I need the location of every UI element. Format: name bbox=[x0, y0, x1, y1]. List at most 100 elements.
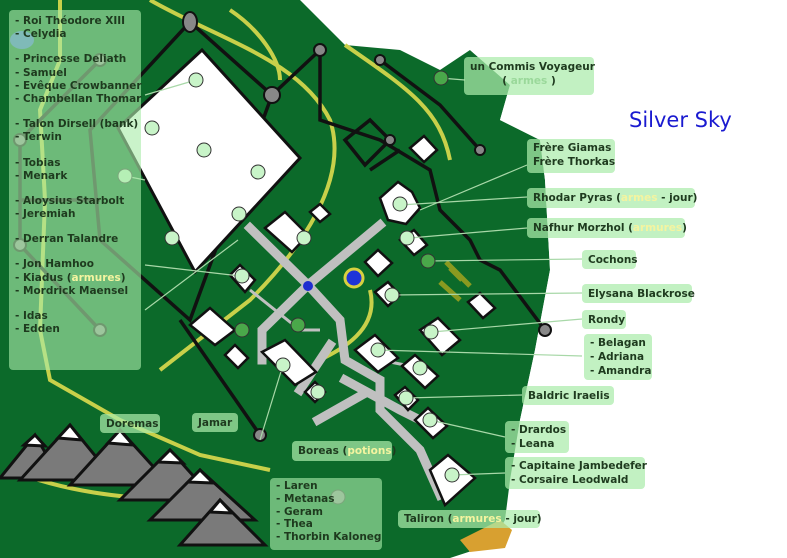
npc-entry[interactable]: - Tobias bbox=[15, 157, 135, 170]
npc-entry[interactable]: - Metanas bbox=[276, 492, 335, 505]
label-belagan-group[interactable]: - Belagan - Adriana - Amandra bbox=[584, 334, 652, 380]
npc-entry: - Drardos bbox=[511, 424, 567, 436]
npc-entry[interactable]: - Princesse Deliath bbox=[15, 53, 135, 66]
label-commis-voyageur[interactable]: un Commis Voyageur ( armes ) bbox=[464, 57, 595, 95]
paren-close: ) bbox=[550, 75, 556, 87]
taliron-goods: armures bbox=[452, 513, 502, 525]
npc-entry[interactable]: - Idas bbox=[15, 310, 135, 323]
npc-entry: - Adriana bbox=[590, 351, 645, 363]
npc-name: - Derran Talandre bbox=[15, 233, 119, 246]
npc-name: - Evêque Crowbanner bbox=[15, 79, 142, 92]
npc-entry[interactable]: - Roi Théodore XIII bbox=[15, 15, 135, 28]
npc-entry[interactable]: - Jon Hamhoo bbox=[15, 258, 135, 271]
npc-name: - Talon Dirsell (bank) bbox=[15, 118, 139, 131]
label-cochons[interactable]: Cochons bbox=[582, 250, 638, 269]
taliron-name: Taliron ( bbox=[404, 513, 453, 525]
nafhur-name: Nafhur Morzhol ( bbox=[533, 222, 633, 234]
npc-entry[interactable]: - Menark bbox=[15, 170, 135, 183]
npc-name: - Terwin bbox=[15, 131, 62, 144]
npc-entry: - Belagan bbox=[590, 337, 646, 349]
nafhur-post: ) bbox=[682, 222, 687, 234]
paren-open: ( bbox=[502, 75, 508, 87]
boreas-name: Boreas ( bbox=[298, 445, 348, 457]
npc-entry[interactable]: - Chambellan Thomar bbox=[15, 93, 141, 106]
label-nafhur-morzhol[interactable]: Nafhur Morzhol (armures) bbox=[527, 218, 687, 238]
npc-name: - Samuel bbox=[15, 66, 67, 79]
npc-entry[interactable]: - Edden bbox=[15, 323, 135, 336]
label-jamar[interactable]: Jamar bbox=[192, 413, 238, 432]
npc-entry[interactable]: - Laren bbox=[276, 480, 318, 492]
label-rhodar-pyras[interactable]: Rhodar Pyras (armes - jour) bbox=[527, 188, 698, 208]
npc-entry[interactable]: - Terwin bbox=[15, 131, 135, 144]
npc-name: - Menark bbox=[15, 169, 68, 182]
label-freres[interactable]: Frère Giamas Frère Thorkas bbox=[527, 139, 615, 173]
npc-entry: - Amandra bbox=[590, 365, 652, 377]
npc-entry[interactable]: - Kiadus (armures) bbox=[15, 272, 135, 285]
npc-entry[interactable]: - Jeremiah bbox=[15, 208, 135, 221]
npc-name: - Edden bbox=[15, 323, 60, 336]
npc-entry[interactable]: - Talon Dirsell (bank) bbox=[15, 118, 139, 131]
npc-name: - Jon Hamhoo bbox=[15, 258, 94, 271]
goods-type: armes bbox=[510, 75, 548, 87]
leader-lines bbox=[124, 77, 583, 476]
npc-name: - Celydia bbox=[15, 28, 67, 41]
npc-entry: - Leana bbox=[511, 438, 555, 450]
npc-entry: - Corsaire Leodwald bbox=[511, 474, 629, 486]
group-gap bbox=[15, 221, 135, 233]
rhodar-goods: armes bbox=[620, 192, 658, 204]
npc-name: - Kiadus ( bbox=[15, 271, 72, 284]
label-elysana-blackrose[interactable]: Elysana Blackrose bbox=[582, 284, 695, 303]
group-gap bbox=[15, 246, 135, 258]
npc-entry[interactable]: - Derran Talandre bbox=[15, 233, 135, 246]
label-rondy[interactable]: Rondy bbox=[582, 310, 626, 329]
npc-name: - Princesse Deliath bbox=[15, 53, 127, 66]
npc-name: - Roi Théodore XIII bbox=[15, 15, 126, 27]
label-baldric-iraelis[interactable]: Baldric Iraelis bbox=[522, 386, 614, 405]
npc-entry[interactable]: - Thea bbox=[276, 518, 313, 531]
nafhur-goods: armures bbox=[632, 222, 683, 234]
npc-name: - Idas bbox=[15, 310, 48, 322]
npc-name: - Mordrick Maensel bbox=[15, 284, 129, 297]
npc-entry[interactable]: - Evêque Crowbanner bbox=[15, 80, 142, 93]
group-gap bbox=[15, 183, 135, 195]
blue-marker[interactable] bbox=[343, 267, 365, 289]
npc-name: - Aloysius Starbolt bbox=[15, 194, 125, 207]
npc-entry[interactable]: - Geram bbox=[276, 505, 323, 518]
paren-close: ) bbox=[120, 271, 126, 284]
npc-name: - Tobias bbox=[15, 156, 61, 169]
label-jambedefer-group[interactable]: - Capitaine Jambedefer - Corsaire Leodwal… bbox=[505, 457, 647, 489]
npc-entry[interactable]: - Aloysius Starbolt bbox=[15, 195, 135, 208]
sea bbox=[440, 0, 787, 558]
label-boreas[interactable]: Boreas (potions) bbox=[292, 441, 396, 461]
npc-list-south: - Laren- Metanas- Geram- Thea- Thorbin K… bbox=[270, 478, 382, 550]
label-doremas[interactable]: Doremas bbox=[100, 414, 160, 433]
npc-markers bbox=[117, 70, 460, 505]
npc-name: - Jeremiah bbox=[15, 208, 76, 221]
npc-goods: armures bbox=[71, 271, 121, 284]
label-taliron[interactable]: Taliron (armures - jour) bbox=[398, 510, 542, 528]
group-gap bbox=[15, 298, 135, 310]
npc-list-palace: - Roi Théodore XIII- Celydia - Princesse … bbox=[9, 10, 142, 370]
npc-entry[interactable]: - Samuel bbox=[15, 67, 135, 80]
boreas-post: ) bbox=[391, 445, 397, 457]
fountain bbox=[303, 281, 313, 291]
group-gap bbox=[15, 41, 135, 53]
mountains bbox=[0, 422, 269, 547]
fields bbox=[438, 260, 472, 302]
npc-entry: - Capitaine Jambedefer bbox=[511, 460, 647, 472]
label-commis-goods: ( armes ) bbox=[470, 74, 588, 88]
rhodar-post: - jour) bbox=[661, 192, 698, 204]
sand bbox=[460, 520, 512, 552]
rhodar-name: Rhodar Pyras ( bbox=[533, 192, 621, 204]
map-title: Silver Sky bbox=[629, 108, 732, 132]
label-frere-giamas: Frère Giamas bbox=[533, 142, 612, 154]
npc-entry[interactable]: - Mordrick Maensel bbox=[15, 285, 135, 298]
npc-entry[interactable]: - Celydia bbox=[15, 28, 135, 41]
taliron-post: - jour) bbox=[505, 513, 542, 525]
npc-entry[interactable]: - Thorbin Kaloneg bbox=[276, 531, 382, 544]
label-drardos-group[interactable]: - Drardos - Leana bbox=[505, 421, 569, 453]
palace bbox=[116, 47, 303, 275]
npc-name: - Chambellan Thomar bbox=[15, 92, 142, 105]
group-gap bbox=[15, 145, 135, 157]
group-gap bbox=[15, 106, 135, 118]
